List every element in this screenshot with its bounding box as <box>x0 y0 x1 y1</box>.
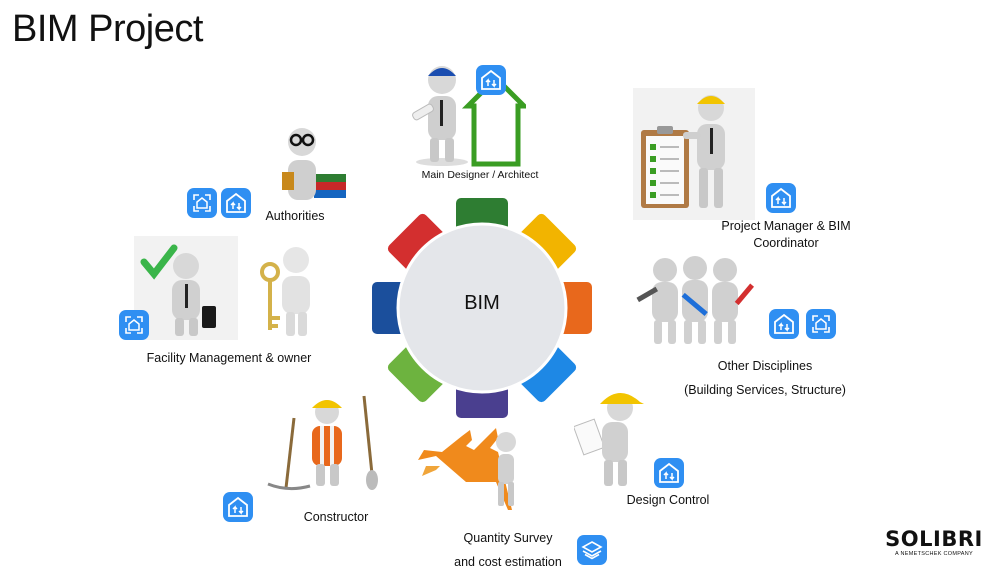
facility-manager-figure <box>134 236 238 340</box>
solibri-arrows-icon <box>766 183 796 213</box>
team-figure <box>632 252 760 348</box>
role-label-line: (Building Services, Structure) <box>684 383 846 397</box>
solibri-arrows-icon <box>476 65 506 95</box>
role-label-line: and cost estimation <box>454 555 562 569</box>
role-label-other-disciplines: Other Disciplines (Building Services, St… <box>680 354 850 402</box>
role-label-line: Coordinator <box>753 236 819 250</box>
role-label-quantity-survey: Quantity Survey and cost estimation <box>446 526 570 574</box>
role-label-main-designer: Main Designer / Architect <box>421 169 539 181</box>
solibri-arrows-icon <box>221 188 251 218</box>
solibri-logo: SOLIBRI A NEMETSCHEK COMPANY <box>880 528 988 558</box>
authority-figure <box>274 122 350 206</box>
role-label-constructor: Constructor <box>303 510 369 524</box>
solibri-arrows-icon <box>223 492 253 522</box>
page-title: BIM Project <box>12 8 203 50</box>
key-holder-figure <box>246 236 338 340</box>
solibri-layers-icon <box>577 535 607 565</box>
solibri-arrows-icon <box>769 309 799 339</box>
role-label-facility-management: Facility Management & owner <box>146 351 312 365</box>
solibri-arrows-icon <box>654 458 684 488</box>
role-label-authorities: Authorities <box>265 209 325 223</box>
solibri-house-frame-icon <box>119 310 149 340</box>
project-manager-figure <box>633 88 755 220</box>
hub-disc <box>396 222 568 394</box>
constructor-figure <box>264 392 380 492</box>
bim-hub-wheel <box>372 198 592 418</box>
role-label-line: Project Manager & BIM <box>721 219 851 233</box>
bim-hub-label: BIM <box>464 292 500 314</box>
solibri-house-frame-icon <box>806 309 836 339</box>
brand-name: SOLIBRI <box>885 527 983 551</box>
role-label-design-control: Design Control <box>626 493 710 507</box>
inspector-figure <box>574 382 650 490</box>
surveyor-figure <box>416 426 540 514</box>
role-label-project-manager: Project Manager & BIM Coordinator <box>710 218 862 252</box>
role-label-line: Quantity Survey <box>463 531 553 545</box>
solibri-house-frame-icon <box>187 188 217 218</box>
role-label-line: Other Disciplines <box>717 359 813 373</box>
architect-figure <box>408 56 526 168</box>
brand-tagline: A NEMETSCHEK COMPANY <box>894 551 974 557</box>
bim-hub: BIM <box>372 198 592 418</box>
